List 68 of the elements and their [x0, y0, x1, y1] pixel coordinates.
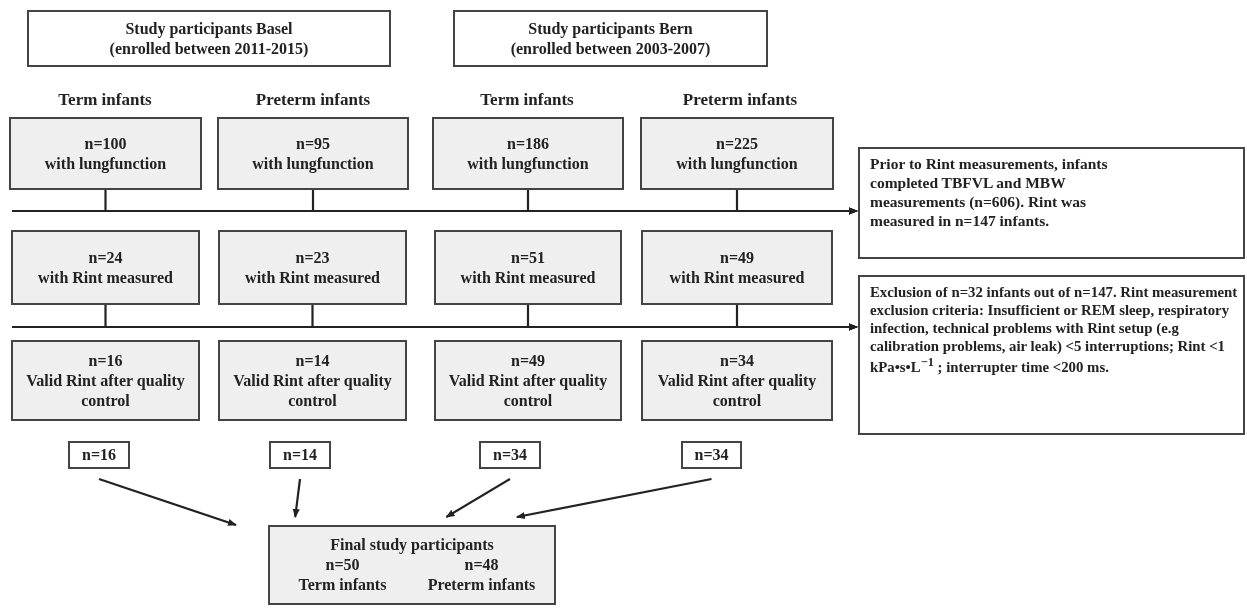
arrow: [515, 477, 712, 519]
box-heading: n=14: [283, 445, 317, 465]
arrow: [292, 478, 302, 518]
box-heading: n=49: [720, 247, 754, 268]
process-box: [434, 230, 622, 305]
count-box: [269, 441, 331, 469]
box-heading: n=225: [716, 133, 758, 154]
count-box: [479, 441, 541, 469]
box-text: with lungfunction: [252, 153, 374, 174]
header-box: [27, 10, 391, 67]
note-box: [858, 147, 1245, 259]
process-box: [432, 117, 624, 190]
box-text: Valid Rint after quality control: [232, 370, 393, 411]
box-text: with Rint measured: [38, 267, 173, 288]
process-box: [641, 230, 833, 305]
box-heading: n=49: [511, 350, 545, 371]
box-heading: n=186: [507, 133, 549, 154]
note-text: Exclusion of n=32 infants out of n=147. Rint measurement exclusion criteria: Insufficient or REM sleep, respiratory infection, technical problems with Rint setup (e.g calibration problems, air leak) <5 interruptions; Rint <1 kPa•s•L$^{−1}$ ; interrupter time <200 ms.: [870, 283, 1239, 377]
box-text: Valid Rint after quality control: [656, 370, 818, 411]
note-box: [858, 275, 1245, 435]
process-box: [640, 117, 834, 190]
box-text: with lungfunction: [467, 153, 589, 174]
box-heading: n=34: [493, 445, 527, 465]
box-heading: n=34: [694, 445, 729, 465]
box-text: (enrolled between 2003-2007): [510, 38, 711, 59]
box-text: Valid Rint after quality control: [447, 370, 609, 411]
box-text: with Rint measured: [245, 267, 380, 288]
box-heading: n=51: [511, 247, 545, 268]
group-count: n=50 Term infants: [297, 555, 388, 595]
box-heading: n=24: [88, 247, 123, 268]
note-text: Prior to Rint measurements, infants completed TBFVL and MBW measurements (n=606). Rint was measured in n=147 infants.: [870, 155, 1109, 231]
header-box: [453, 10, 768, 67]
process-box: [11, 340, 200, 421]
count-box: [681, 441, 742, 469]
box-text: with Rint measured: [460, 267, 596, 288]
box-heading: Study participants Basel: [125, 18, 293, 39]
arrow: [445, 478, 511, 518]
column-heading: Preterm infants: [682, 90, 798, 110]
box-heading: Study participants Bern: [528, 18, 693, 39]
arrow: [98, 477, 237, 527]
box-text: with Rint measured: [669, 267, 805, 288]
box-text: Valid Rint after quality control: [25, 370, 186, 411]
column-heading: Term infants: [58, 90, 152, 110]
box-heading: n=23: [295, 247, 330, 268]
process-box: [641, 340, 833, 421]
box-heading: n=14: [295, 350, 330, 371]
box-text: with lungfunction: [44, 153, 167, 174]
column-heading: Term infants: [480, 90, 574, 110]
process-box: [218, 340, 407, 421]
result-box: [268, 525, 556, 605]
box-text: (enrolled between 2011-2015): [109, 38, 309, 59]
box-heading: n=100: [84, 133, 127, 154]
process-box: [218, 230, 407, 305]
column-heading: Preterm infants: [255, 90, 371, 110]
process-box: [434, 340, 622, 421]
process-box: [9, 117, 202, 190]
group-count: n=48 Preterm infants: [426, 555, 537, 595]
process-box: [11, 230, 200, 305]
box-heading: n=16: [88, 350, 123, 371]
box-heading: n=34: [720, 350, 754, 371]
count-box: [68, 441, 130, 469]
box-heading: n=16: [82, 445, 116, 465]
box-heading: n=95: [296, 133, 330, 154]
box-text: with lungfunction: [676, 153, 798, 174]
process-box: [217, 117, 409, 190]
box-heading: Final study participants: [330, 535, 494, 555]
arrow: [735, 190, 858, 215]
arrow: [735, 305, 858, 331]
